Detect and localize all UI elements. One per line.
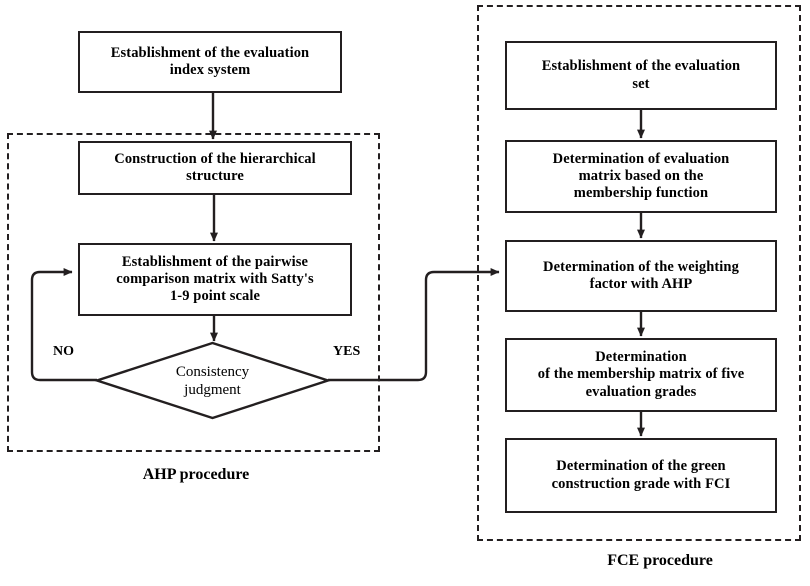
node-determination-of-evaluation-matrix[interactable]: Determination of evaluation matrix based… <box>505 140 777 213</box>
edge-label-yes: YES <box>333 344 361 359</box>
node-determination-of-weighting-factor[interactable]: Determination of the weighting factor wi… <box>505 240 777 312</box>
group-caption-fce-procedure: FCE procedure <box>607 552 713 569</box>
node-label: Construction of the hierarchical structu… <box>114 150 316 184</box>
node-determination-of-membership-matrix[interactable]: Determination of the membership matrix o… <box>505 338 777 412</box>
node-establishment-of-evaluation-index-system[interactable]: Establishment of the evaluation index sy… <box>78 31 342 93</box>
node-determination-of-green-construction-grade[interactable]: Determination of the green construction … <box>505 438 777 513</box>
edge-label-no: NO <box>53 344 74 359</box>
node-construction-of-hierarchical-structure[interactable]: Construction of the hierarchical structu… <box>78 141 352 195</box>
node-label: Establishment of the pairwise comparison… <box>116 253 314 305</box>
node-label: Determination of the membership matrix o… <box>537 349 745 400</box>
node-label: Determination of the green construction … <box>551 458 731 492</box>
node-establishment-of-evaluation-set[interactable]: Establishment of the evaluation set <box>505 41 777 110</box>
node-label: Determination of the weighting factor wi… <box>543 258 739 292</box>
node-label: Determination of evaluation matrix based… <box>552 150 730 202</box>
group-caption-ahp-procedure: AHP procedure <box>142 466 250 483</box>
node-label: Establishment of the evaluation set <box>541 58 741 92</box>
node-label: Establishment of the evaluation index sy… <box>110 44 310 78</box>
node-establishment-of-pairwise-comparison-matrix[interactable]: Establishment of the pairwise comparison… <box>78 243 352 316</box>
